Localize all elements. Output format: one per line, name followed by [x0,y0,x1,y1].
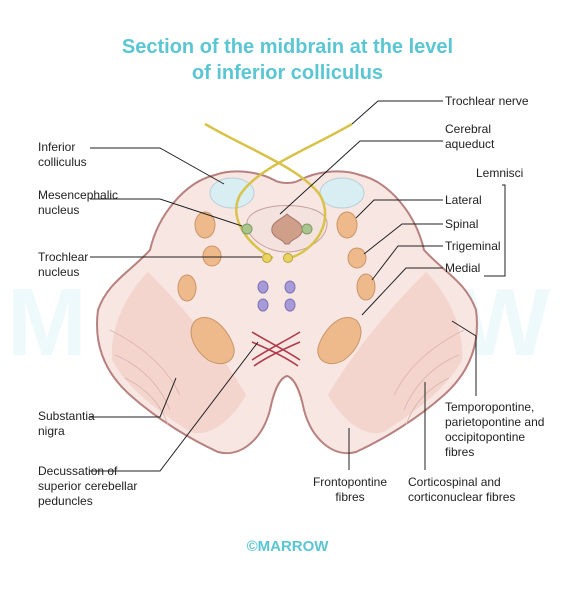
decussation-superior-cerebellar-peduncles [251,331,301,367]
label-temporopontine-line-1: Temporopontine, [445,400,535,414]
label-trochlear-nerve: Trochlear nerve [445,94,529,108]
lateral-lemniscus-left [194,211,216,239]
trochlear-nucleus-left [262,253,272,263]
substantia-nigra-right [317,317,362,364]
label-cerebral-aqueduct-line-1: Cerebral [445,122,492,136]
label-decussation-line-1: Decussation of [38,464,118,478]
label-cerebral-aqueduct-line-2: aqueduct [445,137,495,151]
label-decussation-line-2: superior cerebellar [38,479,138,493]
label-substantia-nigra-line-2: nigra [38,424,65,438]
label-frontopontine-line-2: fibres [335,490,365,504]
label-mesencephalic-nucleus-line-1: Mesencephalic [38,188,119,202]
label-mesencephalic-nucleus-line-2: nucleus [38,203,80,217]
mesencephalic-nucleus-left [241,223,253,235]
spinal-lemniscus-left [202,245,222,267]
label-temporopontine-line-4: fibres [445,445,475,459]
inferior-colliculus-right [319,177,365,209]
label-inferior-colliculus-line-1: Inferior [38,140,76,154]
leader-lines [90,100,506,472]
label-medial: Medial [445,261,481,275]
medial-lemniscus-left [177,274,197,302]
label-trochlear-nucleus-line-1: Trochlear [38,250,89,264]
label-lemnisci: Lemnisci [476,166,524,180]
mesencephalic-nucleus-right [301,223,313,235]
fibre-lines [109,329,465,426]
label-decussation-line-3: peduncles [38,494,93,508]
label-trigeminal: Trigeminal [445,239,501,253]
label-spinal: Spinal [445,217,479,231]
label-inferior-colliculus-line-2: colliculus [38,155,87,169]
raphe-nuclei [257,280,296,312]
label-temporopontine-line-2: parietopontine and [445,415,545,429]
label-corticospinal-line-1: Corticospinal and [408,475,501,489]
inferior-colliculus-left [209,177,255,209]
trigeminal-lemniscus-right [356,273,376,301]
label-lateral: Lateral [445,193,482,207]
diagram-title-line-2: of inferior colliculus [191,62,384,84]
crus-cerebri-right [328,272,463,434]
trochlear-nucleus-right [283,253,293,263]
cerebral-aqueduct [271,213,303,245]
diagram-title-line-1: Section of the midbrain at the level [121,36,454,58]
spinal-lemniscus-right [347,247,367,269]
lateral-lemniscus-right [336,211,358,239]
label-substantia-nigra-line-1: Substantia [38,409,95,423]
label-corticospinal-line-2: corticonuclear fibres [408,490,516,504]
marrow-brand: ©MARROW [246,538,329,555]
label-temporopontine-line-3: occipitopontine [445,430,526,444]
crus-cerebri-left [111,272,247,434]
substantia-nigra-left [190,317,235,364]
trochlear-nerve-fibres [204,122,353,260]
label-trochlear-nucleus-line-2: nucleus [38,265,80,279]
label-frontopontine-line-1: Frontopontine [312,475,388,489]
